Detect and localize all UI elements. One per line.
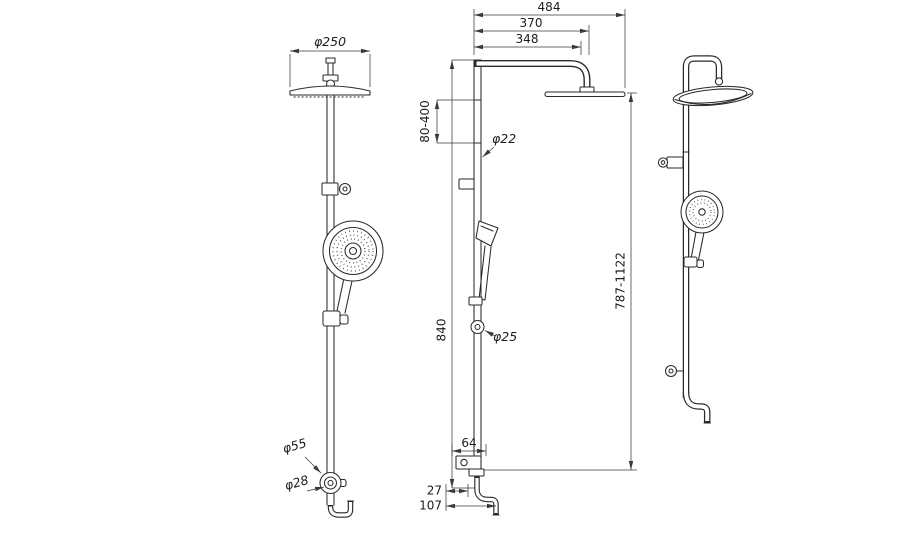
dim-inlet-offset-b: 107 <box>419 497 496 513</box>
dim-text-riser-length: 840 <box>435 319 449 342</box>
dim-text-overall-width: 484 <box>538 0 561 14</box>
front-shower-head <box>289 57 371 98</box>
dim-text-riser-diameter: φ22 <box>492 131 516 146</box>
dim-text-arm-inner-width: 348 <box>516 32 539 46</box>
dim-slider-diameter: φ25 <box>484 329 517 344</box>
dim-text-inlet-offset-b: 107 <box>419 499 442 513</box>
dim-text-slider-diameter: φ25 <box>493 329 517 344</box>
perspective-diverter-knob <box>664 364 684 378</box>
dim-text-inlet-offset-a: 27 <box>427 484 442 498</box>
dim-arm-center-width: 370 <box>474 16 590 55</box>
dim-text-inlet-diameter: φ28 <box>283 472 310 493</box>
front-rail-slider <box>322 310 349 327</box>
dim-arm-inner-width: 348 <box>474 32 582 55</box>
front-view: φ250 <box>281 34 384 518</box>
front-wall-bracket <box>321 182 352 196</box>
side-slider-ring <box>470 319 485 335</box>
side-riser-pipe <box>473 59 482 459</box>
dim-head-diameter: φ250 <box>289 34 371 87</box>
side-view: 484 370 348 80-400 φ22 <box>418 0 637 516</box>
dim-inlet-offset-a: 27 <box>427 484 469 498</box>
dim-riser-length: 840 <box>435 59 475 489</box>
dim-escutcheon-diameter: φ55 <box>281 435 322 474</box>
dim-text-upper-adjust-range: 80-400 <box>418 100 432 143</box>
dim-overall-width: 484 <box>473 0 626 88</box>
dim-bracket-offset: 64 <box>451 436 487 456</box>
dim-inlet-diameter: φ28 <box>283 472 325 493</box>
front-riser-pipe <box>326 94 335 506</box>
dim-overall-height-range: 787-1122 <box>484 92 637 471</box>
perspective-wall-bracket <box>657 156 684 169</box>
side-shower-head <box>544 91 626 98</box>
dim-text-head-diameter: φ250 <box>314 34 346 49</box>
perspective-hand-shower <box>680 190 724 269</box>
side-top-arm <box>474 60 626 98</box>
side-inlet-assembly <box>455 455 500 516</box>
perspective-view <box>657 55 754 424</box>
perspective-shower-head <box>672 77 754 107</box>
dim-text-overall-height-range: 787-1122 <box>614 252 628 310</box>
dim-upper-adjust-range: 80-400 <box>418 99 474 144</box>
dim-text-escutcheon-diameter: φ55 <box>281 435 308 456</box>
side-diverter-knob <box>458 178 475 190</box>
dim-text-arm-center-width: 370 <box>520 16 543 30</box>
front-hand-shower <box>322 220 384 314</box>
perspective-riser-and-arm <box>682 55 723 424</box>
dim-riser-diameter: φ22 <box>482 131 516 158</box>
side-hand-shower <box>468 220 499 306</box>
front-inlet-assembly <box>319 471 355 518</box>
dim-text-bracket-offset: 64 <box>461 436 476 450</box>
